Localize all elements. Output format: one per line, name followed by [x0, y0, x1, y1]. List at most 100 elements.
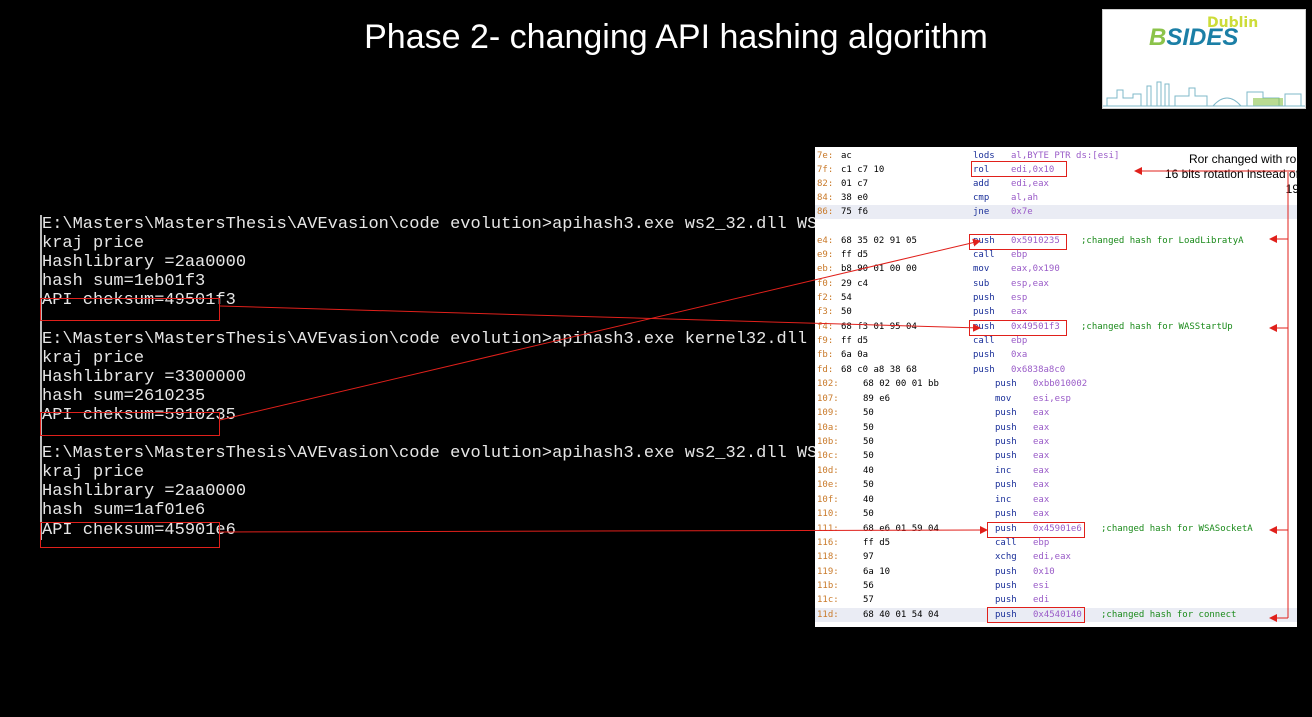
- disasm-mnemonic: call: [995, 538, 1017, 548]
- disasm-operand: eax: [1033, 509, 1050, 519]
- disasm-bytes: 68 e6 01 59 04: [863, 524, 939, 534]
- disasm-bytes: 54: [841, 293, 852, 303]
- disasm-mnemonic: push: [995, 509, 1017, 519]
- disasm-address: 119:: [817, 567, 839, 577]
- bsides-dublin-logo: Dublin BSIDES: [1102, 9, 1306, 109]
- disasm-bytes: 68 02 00 01 bb: [863, 379, 939, 389]
- instruction-highlight-box: [987, 607, 1085, 623]
- disasm-mnemonic: push: [973, 322, 995, 332]
- disasm-bytes: 56: [863, 581, 874, 591]
- checksum-highlight-box: [40, 298, 220, 321]
- disasm-address: e9:: [817, 250, 834, 260]
- disasm-address: 82:: [817, 179, 834, 189]
- disasm-address: 111:: [817, 524, 839, 534]
- disasm-operand: al,BYTE PTR ds:[esi]: [1011, 151, 1120, 161]
- disasm-mnemonic: push: [973, 350, 995, 360]
- skyline-icon: [1103, 81, 1305, 107]
- disasm-mnemonic: add: [973, 179, 990, 189]
- disasm-operand: eax: [1033, 480, 1050, 490]
- disasm-mnemonic: push: [995, 581, 1017, 591]
- logo-city: Dublin: [1207, 15, 1259, 31]
- disasm-mnemonic: push: [995, 437, 1017, 447]
- instruction-highlight-box: [969, 234, 1067, 250]
- disasm-address: 11b:: [817, 581, 839, 591]
- api-checksum-line: API cheksum=49501f3: [42, 291, 236, 311]
- disasm-address: fb:: [817, 350, 834, 360]
- disasm-operand: 0xa: [1011, 350, 1028, 360]
- disasm-operand: eax,0x190: [1011, 264, 1060, 274]
- disasm-address: 110:: [817, 509, 839, 519]
- disasm-mnemonic: mov: [995, 394, 1012, 404]
- disasm-mnemonic: push: [973, 293, 995, 303]
- disasm-row: 82: 01 c7 add edi,eax: [815, 177, 1297, 191]
- disasm-operand: 0x45901e6: [1033, 524, 1082, 534]
- logo-brand: BSIDES: [1149, 24, 1239, 51]
- disasm-bytes: 40: [863, 466, 874, 476]
- disasm-bytes: 6a 10: [863, 567, 891, 577]
- disasm-bytes: ff d5: [841, 336, 869, 346]
- terminal-line: Hashlibrary =2aa0000: [42, 253, 247, 273]
- disasm-bytes: 6a 0a: [841, 350, 869, 360]
- disasm-bytes: 68 c0 a8 38 68: [841, 365, 917, 375]
- disasm-bytes: 75 f6: [841, 207, 869, 217]
- disasm-mnemonic: push: [995, 480, 1017, 490]
- disasm-mnemonic: xchg: [995, 552, 1017, 562]
- disasm-operand: 0xbb010002: [1033, 379, 1088, 389]
- disasm-row: 119: 6a 10 push 0x10: [815, 565, 1297, 579]
- disasm-bytes: c1 c7 10: [841, 165, 885, 175]
- disasm-mnemonic: inc: [995, 495, 1012, 505]
- disasm-operand: esi,esp: [1033, 394, 1071, 404]
- disasm-bytes: ff d5: [841, 250, 869, 260]
- disasm-address: 11c:: [817, 595, 839, 605]
- disasm-mnemonic: rol: [973, 165, 990, 175]
- disasm-operand: eax: [1011, 307, 1028, 317]
- terminal-line: E:\Masters\MastersThesis\AVEvasion\code …: [42, 444, 899, 464]
- disasm-address: 84:: [817, 193, 834, 203]
- disasm-mnemonic: push: [995, 423, 1017, 433]
- disasm-operand: 0x4540140: [1033, 610, 1082, 620]
- disasm-mnemonic: jne: [973, 207, 990, 217]
- disasm-address: 86:: [817, 207, 834, 217]
- disasm-operand: 0x7e: [1011, 207, 1033, 217]
- disasm-address: 109:: [817, 408, 839, 418]
- disasm-address: 10d:: [817, 466, 839, 476]
- disasm-bytes: 89 e6: [863, 394, 891, 404]
- disasm-mnemonic: push: [995, 524, 1017, 534]
- disasm-mnemonic: lods: [973, 151, 995, 161]
- terminal-line: hash sum=2610235: [42, 386, 206, 406]
- disasm-operand: eax: [1033, 495, 1050, 505]
- terminal-line: Hashlibrary =3300000: [42, 367, 247, 387]
- slide-title: Phase 2- changing API hashing algorithm: [364, 18, 988, 56]
- terminal-output: E:\Masters\MastersThesis\AVEvasion\code …: [40, 215, 940, 540]
- disasm-mnemonic: push: [973, 236, 995, 246]
- instruction-highlight-box: [971, 161, 1067, 177]
- disasm-address: 10a:: [817, 423, 839, 433]
- terminal-line: E:\Masters\MastersThesis\AVEvasion\code …: [42, 329, 940, 349]
- disasm-bytes: 01 c7: [841, 179, 869, 189]
- disasm-address: f2:: [817, 293, 834, 303]
- disasm-address: f4:: [817, 322, 834, 332]
- api-checksum-line: API cheksum=45901e6: [42, 520, 236, 540]
- disasm-bytes: 38 e0: [841, 193, 869, 203]
- disasm-operand: edi,eax: [1011, 179, 1049, 189]
- terminal-line: Hashlibrary =2aa0000: [42, 482, 247, 502]
- disasm-mnemonic: push: [995, 567, 1017, 577]
- disasm-address: 10c:: [817, 451, 839, 461]
- disasm-address: 10e:: [817, 480, 839, 490]
- disasm-operand: 0x10: [1033, 567, 1055, 577]
- disasm-address: 7e:: [817, 151, 834, 161]
- disasm-operand: edi: [1033, 595, 1050, 605]
- disasm-operand: ebp: [1011, 336, 1028, 346]
